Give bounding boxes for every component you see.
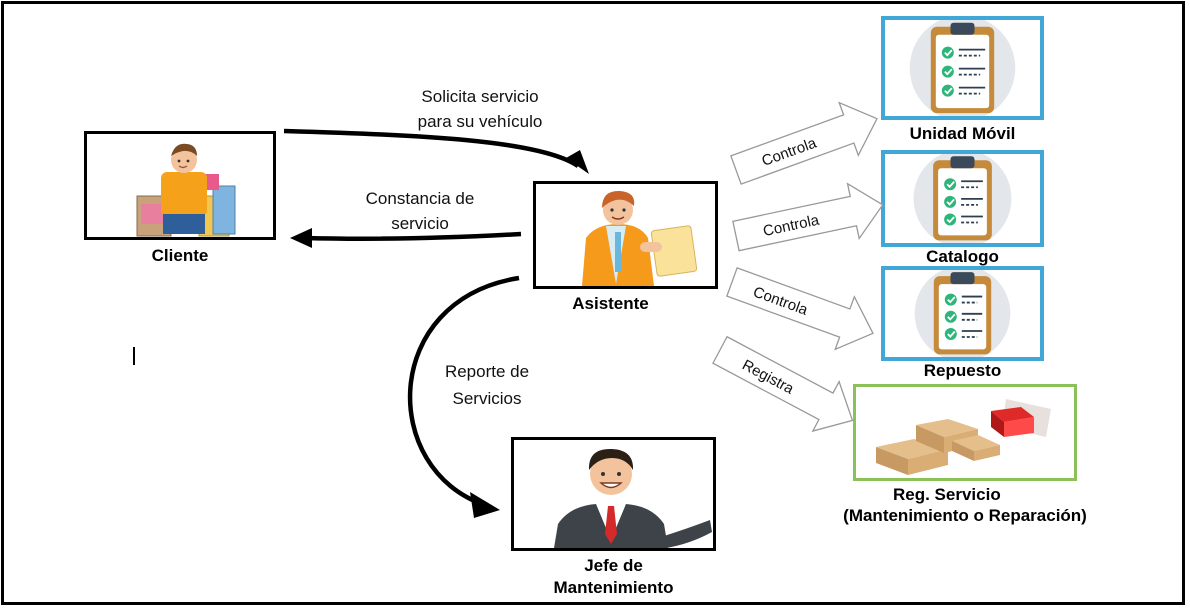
- clipboard-icon: [909, 20, 1016, 116]
- reg-servicio-label-line1: Reg. Servicio: [893, 485, 1001, 504]
- solicita-label: Solicita servicio para su vehículo: [375, 84, 585, 134]
- clipboard-icon: [914, 270, 1011, 357]
- check-mark: [941, 84, 954, 97]
- reporte-label-line2: Servicios: [452, 389, 522, 408]
- boxes-illustration: [876, 399, 1051, 475]
- solicita-arrow: [283, 128, 580, 168]
- controla-arrow-3: Controla: [726, 267, 874, 351]
- constancia-arrowhead: [290, 228, 312, 248]
- controla-arrow-1: Controla: [730, 101, 878, 185]
- asistente-label: Asistente: [572, 294, 649, 313]
- check-tick: [946, 198, 955, 206]
- cliente-label: Cliente: [151, 246, 209, 265]
- check-tick: [946, 216, 955, 224]
- controla-arrow-2: Controla: [732, 182, 884, 252]
- jefe-illustration: [554, 448, 712, 548]
- check-tick: [944, 49, 953, 57]
- constancia-label-line2: servicio: [391, 214, 449, 233]
- jefe-label-line2: Mantenimiento: [553, 578, 674, 597]
- check-mark: [944, 328, 957, 341]
- solicita-label-line2: para su vehículo: [417, 112, 543, 131]
- jefe-box: [511, 437, 716, 551]
- constancia-arrow: [304, 231, 522, 242]
- reg-servicio-label-line2: (Mantenimiento o Reparación): [843, 506, 1087, 525]
- check-mark: [944, 195, 957, 208]
- catalogo-label: Catalogo: [926, 247, 999, 266]
- check-mark: [944, 293, 957, 306]
- clipboard-icon: [913, 154, 1012, 243]
- solicita-arrowhead: [566, 150, 589, 174]
- repuesto-label: Repuesto: [923, 361, 1002, 380]
- clipboard-clip: [950, 156, 975, 169]
- unidad-movil-label: Unidad Móvil: [909, 124, 1016, 143]
- constancia-label-line1: Constancia de: [365, 189, 475, 208]
- text-cursor: [133, 347, 135, 365]
- check-tick: [947, 296, 956, 304]
- catalogo-box: [881, 150, 1044, 247]
- jefe-label: Jefe de Mantenimiento: [511, 555, 716, 599]
- check-tick: [947, 313, 956, 321]
- check-mark: [944, 310, 957, 323]
- check-tick: [944, 68, 953, 76]
- reg-servicio-box: [853, 384, 1077, 481]
- check-mark: [941, 46, 954, 59]
- check-mark: [941, 65, 954, 78]
- unidad-movil-box: [881, 16, 1044, 120]
- asistente-box: [533, 181, 718, 289]
- cliente-illustration: [136, 143, 236, 237]
- check-mark: [944, 213, 957, 226]
- check-tick: [944, 87, 953, 95]
- check-tick: [947, 330, 956, 338]
- asistente-illustration: [582, 190, 698, 286]
- reporte-arrowhead: [470, 492, 500, 518]
- clipboard-clip: [950, 272, 975, 285]
- check-tick: [946, 181, 955, 189]
- check-mark: [944, 178, 957, 191]
- solicita-label-line1: Solicita servicio: [421, 87, 539, 106]
- constancia-label: Constancia de servicio: [325, 186, 515, 236]
- cliente-box: [84, 131, 276, 240]
- repuesto-box: [881, 266, 1044, 361]
- reporte-arrow: [407, 275, 520, 508]
- reporte-label: Reporte de Servicios: [407, 358, 567, 412]
- reporte-label-line1: Reporte de: [444, 362, 530, 381]
- clipboard-clip: [950, 22, 975, 35]
- jefe-label-line1: Jefe de: [584, 556, 643, 575]
